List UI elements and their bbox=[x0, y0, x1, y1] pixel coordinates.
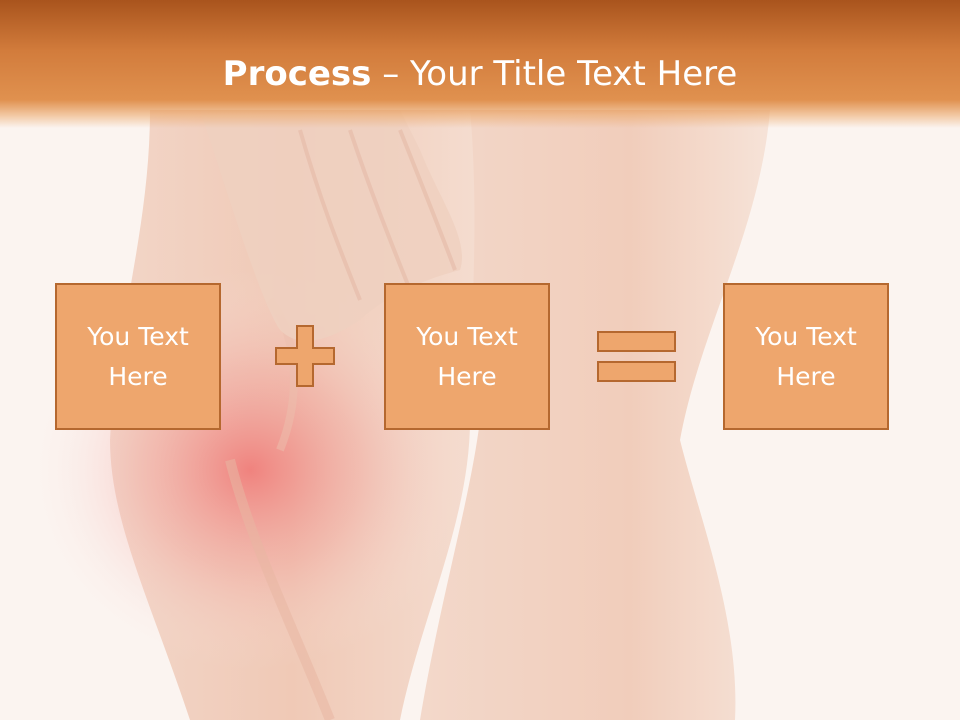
process-box-2[interactable]: You Text Here bbox=[384, 283, 550, 430]
box-2-line-1: You Text bbox=[416, 321, 518, 351]
box-3-line-2: Here bbox=[776, 361, 836, 391]
title-rest: Your Title Text Here bbox=[410, 54, 738, 94]
slide-title: Process – Your Title Text Here bbox=[0, 52, 960, 96]
box-2-line-2: Here bbox=[437, 361, 497, 391]
box-1-line-1: You Text bbox=[87, 321, 189, 351]
title-bold: Process bbox=[222, 54, 372, 94]
box-3-line-1: You Text bbox=[755, 321, 857, 351]
process-box-3[interactable]: You Text Here bbox=[723, 283, 889, 430]
title-dash: – bbox=[371, 54, 411, 94]
box-1-line-2: Here bbox=[108, 361, 168, 391]
plus-icon bbox=[275, 325, 335, 387]
equals-icon bbox=[597, 331, 676, 382]
title-banner bbox=[0, 0, 960, 128]
process-box-1[interactable]: You Text Here bbox=[55, 283, 221, 430]
